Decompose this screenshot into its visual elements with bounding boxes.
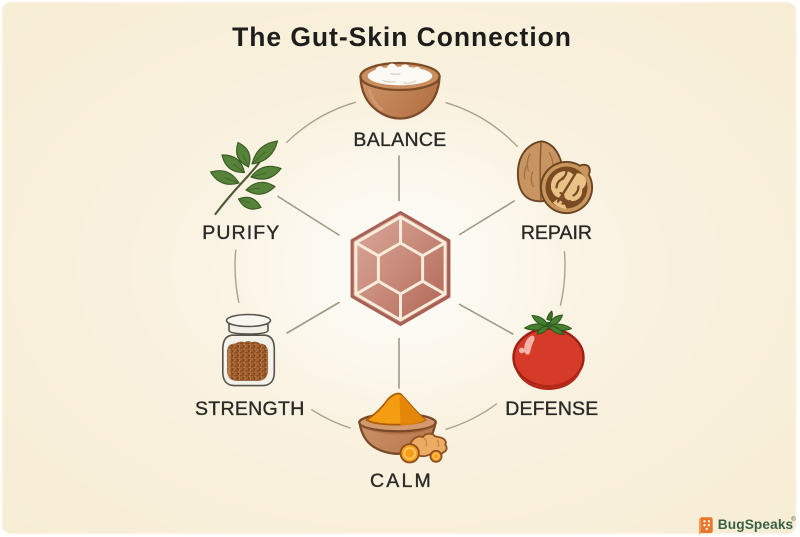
svg-text:PURIFY: PURIFY	[202, 222, 280, 244]
svg-text:The Gut-Skin Connection: The Gut-Skin Connection	[232, 22, 572, 52]
svg-text:BugSpeaks: BugSpeaks	[718, 517, 794, 532]
svg-text:BALANCE: BALANCE	[353, 129, 446, 151]
svg-text:REPAIR: REPAIR	[521, 222, 592, 244]
svg-text:®: ®	[791, 516, 796, 523]
svg-text:CALM: CALM	[370, 470, 433, 492]
svg-text:DEFENSE: DEFENSE	[505, 398, 598, 420]
svg-text:STRENGTH: STRENGTH	[195, 398, 305, 420]
